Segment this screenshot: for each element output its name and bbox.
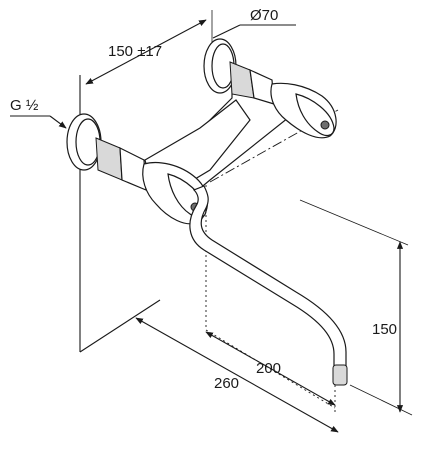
label-centre-distance: 150 ±17 (108, 43, 162, 60)
dimension-spout-height (299, 199, 413, 416)
rear-valve (229, 61, 275, 105)
label-spout-height: 150 (372, 321, 397, 338)
rear-handle (270, 82, 337, 139)
spout (189, 185, 348, 386)
label-projection-spout: 200 (256, 360, 281, 377)
dimension-thread (10, 115, 67, 129)
front-valve (95, 137, 147, 191)
dimension-centre-distance (85, 10, 213, 85)
label-rosette-diameter: Ø70 (250, 7, 278, 24)
dimension-projections (135, 317, 339, 433)
dimension-rosette-diameter (212, 24, 296, 39)
label-projection-total: 260 (214, 375, 239, 392)
rear-rosette (203, 38, 237, 94)
label-thread: G ½ (10, 97, 39, 114)
